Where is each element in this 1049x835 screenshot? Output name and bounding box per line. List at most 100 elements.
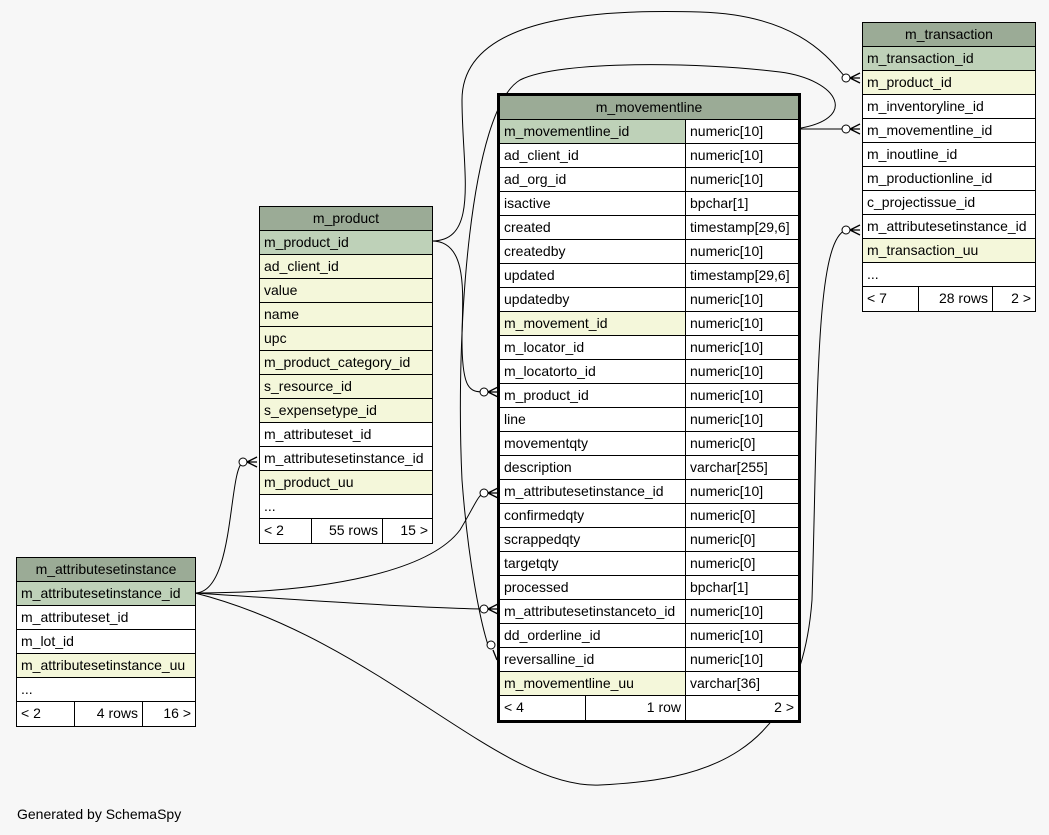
column-row-m-product[interactable]: ad_client_id: [260, 255, 432, 279]
column-type: numeric[10]: [686, 336, 798, 359]
column-row-m-transaction[interactable]: ...: [863, 263, 1035, 287]
column-name: s_expensetype_id: [264, 402, 377, 418]
column-row-m-product[interactable]: s_resource_id: [260, 375, 432, 399]
parents-count[interactable]: < 4: [500, 696, 586, 720]
table-m-transaction[interactable]: m_transaction m_transaction_id m_product_i…: [862, 22, 1036, 312]
children-count[interactable]: 16 >: [163, 705, 191, 721]
column-row-m-product[interactable]: ...: [260, 495, 432, 519]
column-name: confirmedqty: [500, 504, 686, 527]
column-row-m-product[interactable]: value: [260, 279, 432, 303]
column-type: varchar[36]: [686, 672, 798, 695]
column-row-m-transaction[interactable]: m_inventoryline_id: [863, 95, 1035, 119]
row-count: 55 rows: [312, 519, 383, 543]
column-type: numeric[10]: [686, 288, 798, 311]
column-name: description: [500, 456, 686, 479]
column-name: movementqty: [500, 432, 686, 455]
parents-count[interactable]: < 2: [17, 702, 75, 726]
column-row-m-attributesetinstance[interactable]: ...: [17, 678, 195, 702]
column-row-m-product[interactable]: m_product_id: [260, 231, 432, 255]
column-row-m-transaction[interactable]: m_productionline_id: [863, 167, 1035, 191]
column-name: s_resource_id: [264, 378, 352, 394]
column-name: upc: [264, 330, 287, 346]
column-name: ad_client_id: [500, 144, 686, 167]
column-type: numeric[10]: [686, 240, 798, 263]
column-name: ...: [21, 681, 33, 697]
column-name: dd_orderline_id: [500, 624, 686, 647]
children-count[interactable]: 2 >: [1011, 290, 1031, 306]
column-name: m_attributesetinstance_id: [867, 218, 1027, 234]
column-row-m-transaction[interactable]: c_projectissue_id: [863, 191, 1035, 215]
column-row-m-attributesetinstance[interactable]: m_attributeset_id: [17, 606, 195, 630]
column-name: m_locator_id: [500, 336, 686, 359]
column-type: numeric[10]: [686, 312, 798, 335]
column-row-m-transaction[interactable]: m_product_id: [863, 71, 1035, 95]
column-row-m-transaction[interactable]: m_inoutline_id: [863, 143, 1035, 167]
children-count[interactable]: 15 >: [400, 522, 428, 538]
column-row-m-product[interactable]: name: [260, 303, 432, 327]
table-title: m_transaction: [863, 23, 1035, 47]
column-name: updated: [500, 264, 686, 287]
column-row-m-product[interactable]: m_attributeset_id: [260, 423, 432, 447]
column-name: m_movementline_uu: [500, 672, 686, 695]
column-row-m-product[interactable]: upc: [260, 327, 432, 351]
column-type: timestamp[29,6]: [686, 216, 798, 239]
column-name: m_lot_id: [21, 633, 74, 649]
generated-by-credit: Generated by SchemaSpy: [17, 806, 182, 822]
column-name: m_inventoryline_id: [867, 98, 984, 114]
table-title: m_attributesetinstance: [17, 558, 195, 582]
column-row-m-product[interactable]: m_attributesetinstance_id: [260, 447, 432, 471]
column-row-m-transaction[interactable]: m_attributesetinstance_id: [863, 215, 1035, 239]
column-name: m_transaction_id: [867, 50, 974, 66]
column-type: bpchar[1]: [686, 192, 798, 215]
column-row-m-transaction[interactable]: m_transaction_uu: [863, 239, 1035, 263]
column-name: reversalline_id: [500, 648, 686, 671]
parents-count[interactable]: < 7: [863, 287, 919, 311]
column-name: m_inoutline_id: [867, 146, 958, 162]
table-title: m_product: [260, 207, 432, 231]
column-name: ad_client_id: [264, 258, 339, 274]
column-row-m-product[interactable]: s_expensetype_id: [260, 399, 432, 423]
edge-asi-movementline: [194, 492, 485, 594]
children-count[interactable]: 2 >: [774, 699, 794, 715]
column-row-m-attributesetinstance[interactable]: m_attributesetinstance_id: [17, 582, 195, 606]
column-row-m-attributesetinstance[interactable]: m_lot_id: [17, 630, 195, 654]
row-count: 1 row: [586, 696, 686, 720]
parents-count[interactable]: < 2: [260, 519, 312, 543]
edge-asi-movementline-to: [194, 592, 485, 610]
column-row-m-transaction[interactable]: m_movementline_id: [863, 119, 1035, 143]
column-row-m-transaction[interactable]: m_transaction_id: [863, 47, 1035, 71]
column-row-m-product[interactable]: m_product_category_id: [260, 351, 432, 375]
column-row-m-attributesetinstance[interactable]: m_attributesetinstance_uu: [17, 654, 195, 678]
column-row-m-product[interactable]: m_product_uu: [260, 471, 432, 495]
column-name: m_attributesetinstance_id: [500, 480, 686, 503]
